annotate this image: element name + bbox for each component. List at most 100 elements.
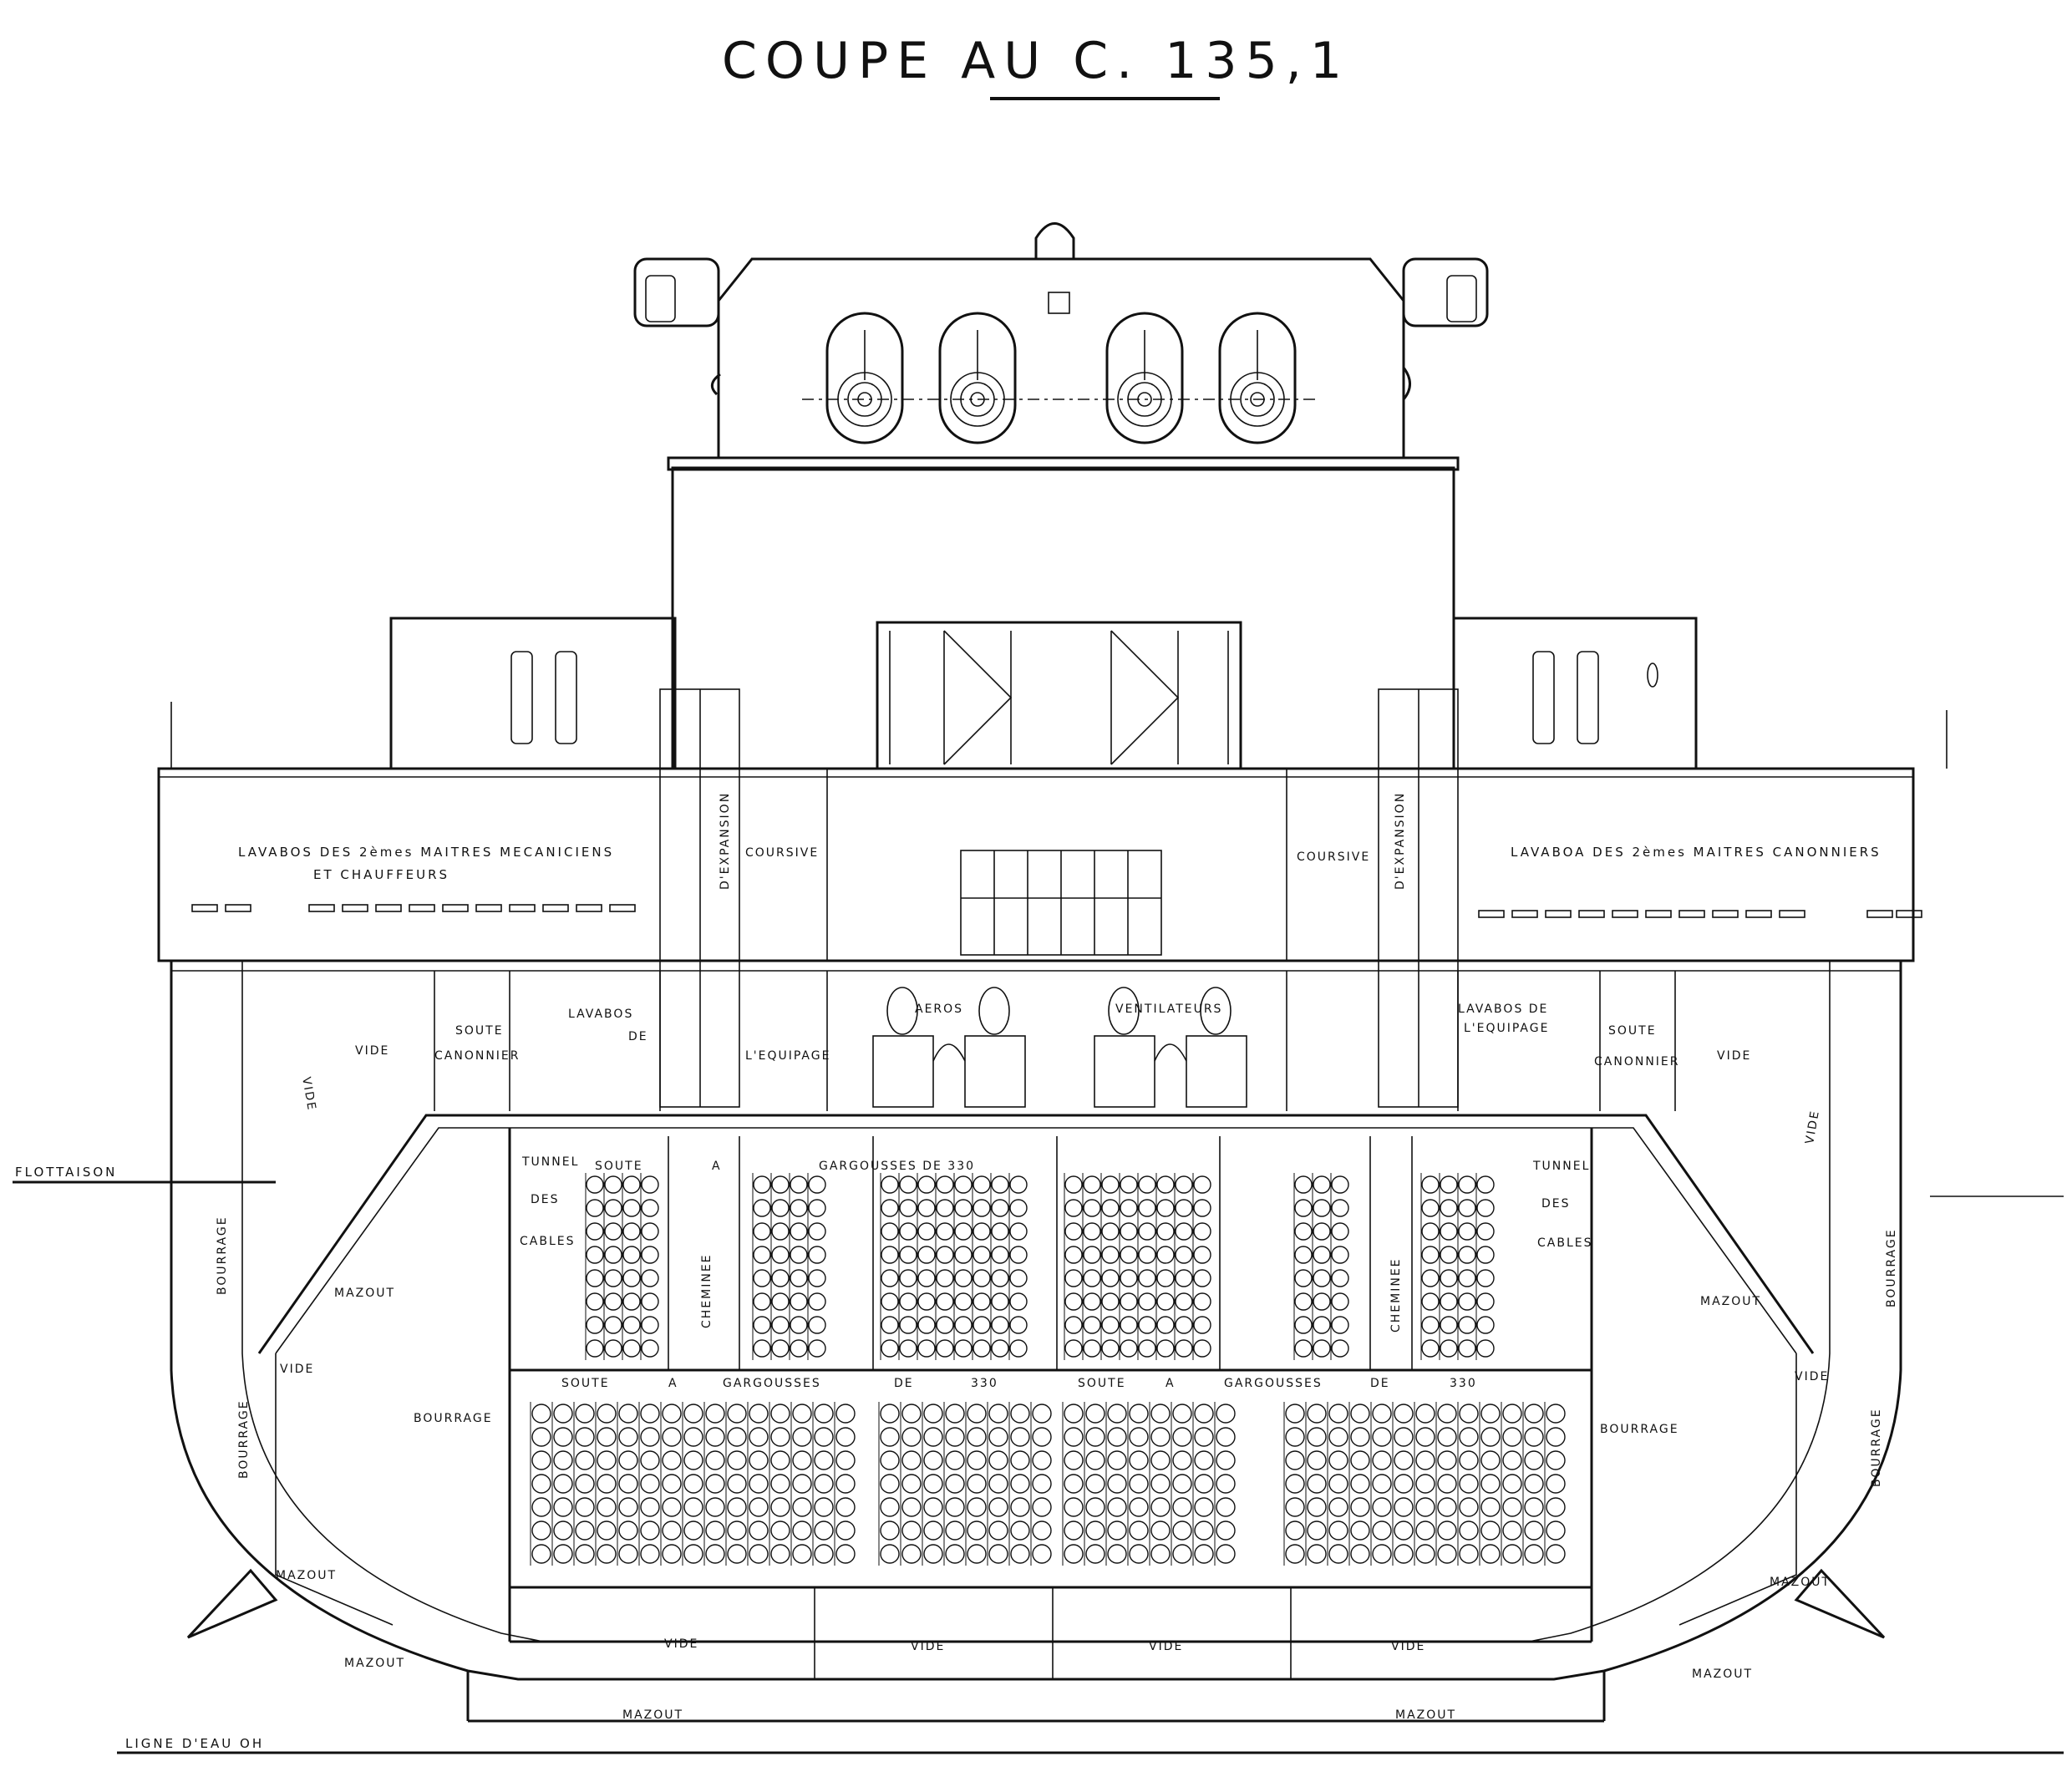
label-vide-upper-right: VIDE: [1717, 1049, 1751, 1063]
cartridge: [917, 1246, 936, 1264]
label-a-upper: A: [712, 1160, 722, 1173]
cartridge: [622, 1269, 641, 1287]
cartridge: [1107, 1427, 1127, 1447]
cartridge: [1120, 1292, 1138, 1311]
cartridge: [899, 1269, 917, 1287]
cartridge: [1107, 1544, 1127, 1564]
label-soute-can-right-1: SOUTE: [1608, 1024, 1657, 1038]
cartridge: [1313, 1339, 1331, 1358]
cartridge: [790, 1339, 808, 1358]
cartridge: [1415, 1497, 1435, 1517]
cartridge: [881, 1246, 899, 1264]
cartridge: [1150, 1404, 1171, 1424]
cartridge: [1307, 1404, 1327, 1424]
cartridge: [1150, 1427, 1171, 1447]
cartridge: [727, 1427, 747, 1447]
cartridge: [1459, 1427, 1479, 1447]
cartridge: [683, 1520, 703, 1541]
cartridge: [705, 1520, 725, 1541]
label-lavabos-mecaniciens-2: ET CHAUFFEURS: [313, 867, 449, 882]
cartridge: [1502, 1544, 1522, 1564]
cartridge: [618, 1544, 638, 1564]
cartridge: [1285, 1450, 1305, 1470]
cartridge: [604, 1175, 622, 1194]
cartridge: [1294, 1269, 1313, 1287]
cartridge: [622, 1222, 641, 1241]
cartridge: [1064, 1292, 1083, 1311]
cartridge: [1172, 1427, 1192, 1447]
label-lower-a-1: A: [668, 1377, 678, 1390]
cartridge: [1476, 1246, 1495, 1264]
cartridge: [790, 1269, 808, 1287]
cartridge: [1120, 1269, 1138, 1287]
cartridge: [792, 1497, 812, 1517]
cartridge: [1194, 1427, 1214, 1447]
cartridge: [954, 1222, 973, 1241]
label-vide-bilge-right: VIDE: [1795, 1370, 1829, 1383]
cartridge: [1421, 1292, 1440, 1311]
cartridge: [622, 1175, 641, 1194]
cartridge: [967, 1474, 987, 1494]
superstructure-left: [389, 617, 677, 770]
bilge-frame-left: [275, 1353, 394, 1626]
cartridge: [683, 1497, 703, 1517]
cartridge: [641, 1175, 659, 1194]
cartridge: [1194, 1450, 1214, 1470]
cartridge: [901, 1520, 922, 1541]
cartridge: [1009, 1246, 1028, 1264]
label-mazout-low-left: MAZOUT: [344, 1657, 405, 1670]
cartridge: [597, 1497, 617, 1517]
cartridge: [1064, 1404, 1084, 1424]
cartridge: [553, 1544, 573, 1564]
cartridge: [1083, 1246, 1101, 1264]
cartridge: [1328, 1520, 1348, 1541]
cartridge: [1440, 1269, 1458, 1287]
cartridge: [1156, 1222, 1175, 1241]
cartridge: [771, 1199, 790, 1217]
cartridge: [808, 1269, 826, 1287]
cartridge: [923, 1450, 943, 1470]
cartridge: [1546, 1450, 1566, 1470]
label-mazout-bottom-left: MAZOUT: [622, 1708, 683, 1722]
bilge-keel-right: [1794, 1568, 1886, 1639]
cartridge: [936, 1222, 954, 1241]
cartridge: [1502, 1404, 1522, 1424]
gun-barrel-3: [1105, 312, 1184, 444]
cartridge: [973, 1339, 991, 1358]
cartridge: [1194, 1520, 1214, 1541]
cartridge: [792, 1450, 812, 1470]
cartridge: [749, 1427, 769, 1447]
label-ventilateurs: VENTILATEURS: [1115, 1003, 1222, 1016]
cartridge: [553, 1497, 573, 1517]
cartridge: [1313, 1269, 1331, 1287]
cartridge: [604, 1199, 622, 1217]
cartridge: [1372, 1497, 1392, 1517]
cartridge: [641, 1199, 659, 1217]
cartridge: [1150, 1544, 1171, 1564]
label-expansion-left: D'EXPANSION: [719, 792, 732, 890]
porthole-right: [1647, 662, 1658, 688]
cartridge: [640, 1544, 660, 1564]
cartridge: [1328, 1474, 1348, 1494]
cartridge: [640, 1450, 660, 1470]
cartridge: [1156, 1339, 1175, 1358]
turret-wing-right: [1402, 257, 1489, 327]
cartridge: [531, 1520, 551, 1541]
cartridge: [1064, 1497, 1084, 1517]
cartridge: [814, 1520, 834, 1541]
cartridge: [917, 1222, 936, 1241]
cartridge: [770, 1450, 790, 1470]
label-lav-equip-left-3: L'EQUIPAGE: [745, 1049, 830, 1063]
cartridge: [880, 1474, 900, 1494]
port-left-1: [510, 651, 533, 744]
cartridge: [1421, 1175, 1440, 1194]
cartridge: [1294, 1175, 1313, 1194]
cartridge: [808, 1316, 826, 1334]
cartridge: [917, 1269, 936, 1287]
cartridge: [1156, 1316, 1175, 1334]
cartridge: [808, 1175, 826, 1194]
cartridge: [1064, 1544, 1084, 1564]
cartridge-racks: [530, 1173, 1566, 1566]
cartridge: [604, 1292, 622, 1311]
